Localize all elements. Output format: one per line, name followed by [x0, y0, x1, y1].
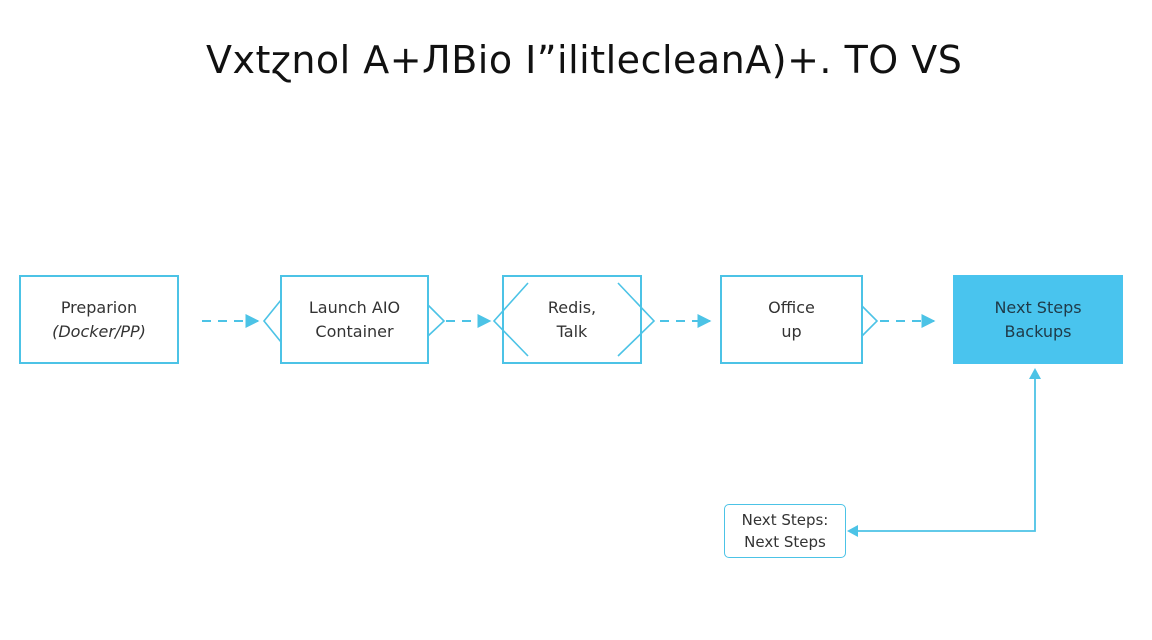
redis-right-chevron [617, 282, 656, 357]
launch-left-chevron [262, 299, 282, 343]
node-preparation[interactable]: Preparion (Docker/PP) [19, 275, 179, 364]
node-office-up[interactable]: Office up [720, 275, 863, 364]
node-next-steps-feedback[interactable]: Next Steps: Next Steps [724, 504, 846, 558]
node-label: Container [315, 321, 394, 341]
node-label: Redis, [547, 297, 597, 317]
diagram-title: Vxtɀnol A+ЛBio I”ilitlecleanA)+. TO VS [206, 38, 963, 82]
node-label: Next Steps: [741, 511, 829, 529]
node-label: Preparion [60, 297, 138, 317]
feedback-connector [856, 378, 1036, 532]
node-label: Next Steps [744, 533, 826, 551]
node-label: (Docker/PP) [52, 321, 146, 341]
feedback-arrowhead-up [1029, 368, 1041, 379]
node-label: Launch AIO [308, 297, 401, 317]
node-label: Next Steps [994, 297, 1082, 317]
node-redis-talk[interactable]: Redis, Talk [502, 275, 642, 364]
node-label: Backups [1004, 321, 1072, 341]
node-label: Office [768, 297, 815, 317]
launch-right-chevron [427, 304, 446, 337]
node-launch-aio[interactable]: Launch AIO Container [280, 275, 429, 364]
node-next-steps-backups[interactable]: Next Steps Backups [953, 275, 1123, 364]
node-label: Talk [556, 321, 588, 341]
feedback-arrowhead-left [847, 525, 858, 537]
node-label: up [781, 321, 802, 341]
redis-left-chevron [492, 282, 529, 357]
office-right-chevron [861, 305, 879, 337]
